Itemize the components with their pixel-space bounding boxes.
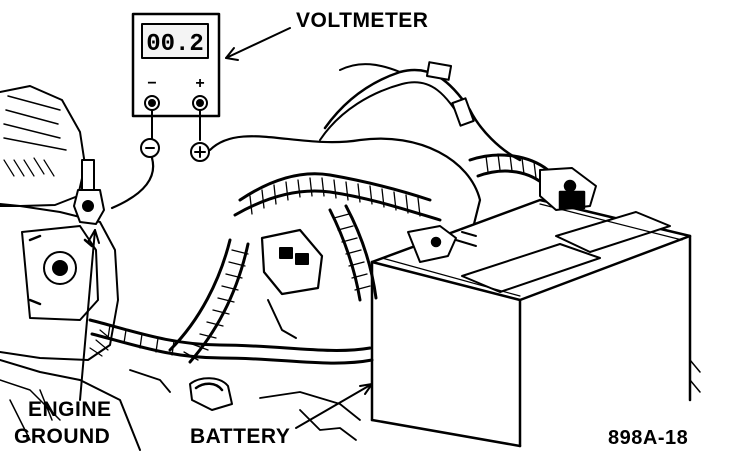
battery-label: BATTERY — [190, 425, 291, 448]
negative-terminal — [144, 95, 160, 111]
positive-terminal — [192, 95, 208, 111]
test-leads — [110, 109, 482, 242]
negative-symbol: − — [147, 75, 156, 92]
voltmeter-label: VOLTMETER — [296, 9, 429, 32]
engine-ground-stud — [73, 159, 105, 225]
voltmeter-display: 00.2 — [146, 31, 204, 58]
positive-symbol: + — [195, 75, 204, 92]
callout-arrows — [79, 27, 373, 429]
engine-ground-label-line1: ENGINE — [28, 398, 112, 421]
fender-area — [129, 369, 361, 441]
wiring-harness — [88, 61, 550, 365]
engine-ground-label-line2: GROUND — [14, 425, 111, 448]
battery — [370, 167, 701, 448]
engine-block — [0, 85, 141, 451]
voltmeter — [131, 12, 221, 118]
figure-code: 898A-18 — [608, 427, 689, 449]
